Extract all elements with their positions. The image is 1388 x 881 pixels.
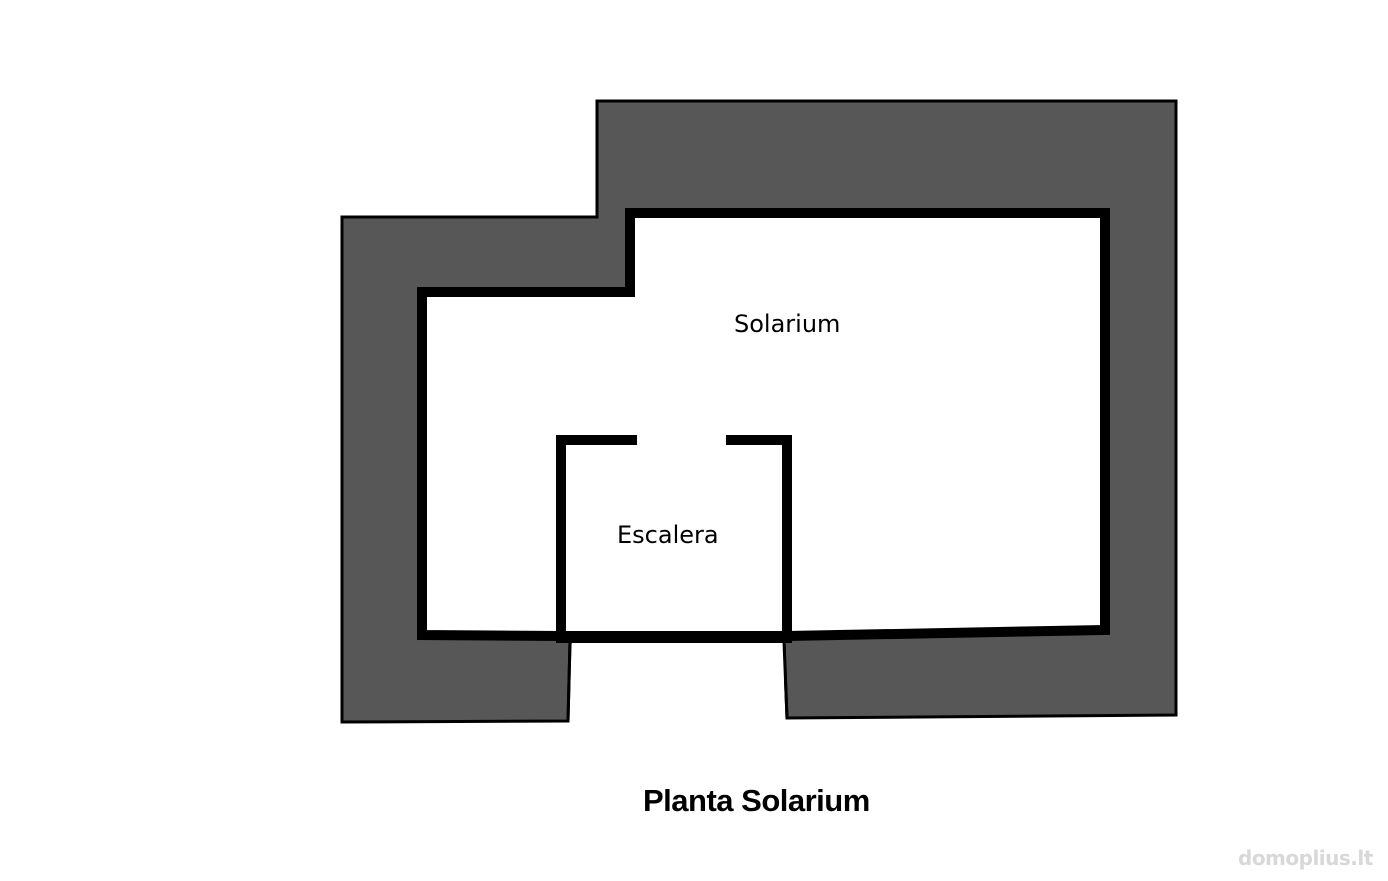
entrance-jamb-right xyxy=(782,641,789,719)
plan-title: Planta Solarium xyxy=(643,783,870,818)
room-label-solarium: Solarium xyxy=(734,310,841,338)
watermark-logo: domoplius.lt xyxy=(1238,846,1373,870)
entrance-opening xyxy=(572,643,784,733)
staircase-wall xyxy=(556,435,792,643)
room-label-escalera: Escalera xyxy=(617,521,719,549)
entrance-jamb-left xyxy=(566,641,572,722)
interior-floor xyxy=(417,208,1110,641)
